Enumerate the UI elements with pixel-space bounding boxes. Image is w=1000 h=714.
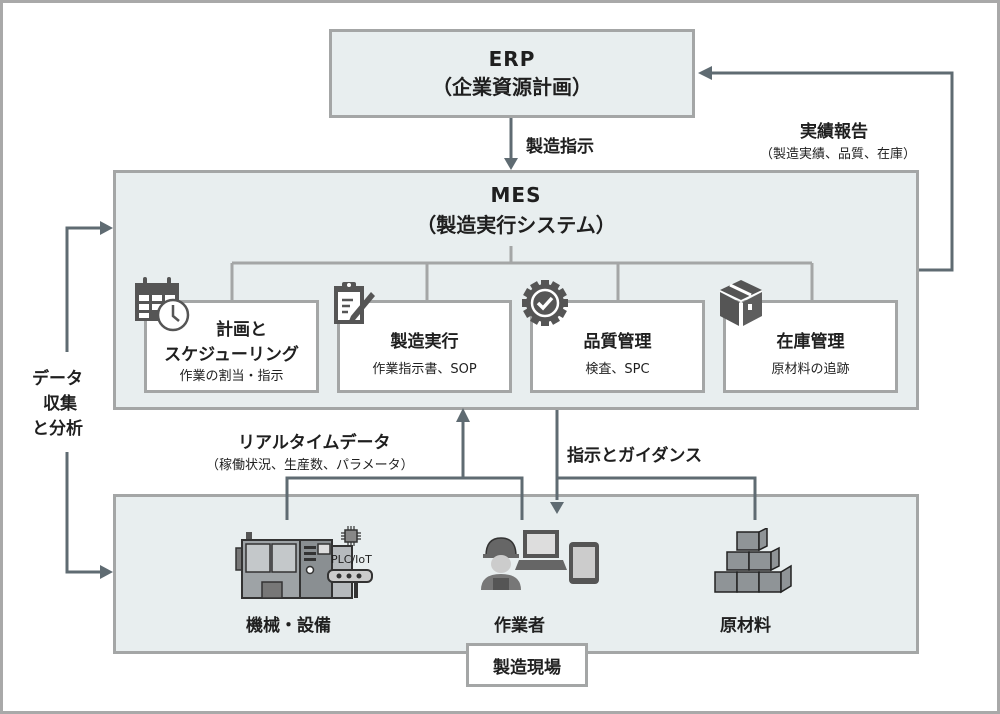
module-inventory-title: 在庫管理 (776, 331, 845, 352)
report-subtitle: （製造実績、品質、在庫） (760, 147, 917, 162)
report-title: 実績報告 (800, 122, 868, 142)
module-inventory-sub: 原材料の追跡 (771, 361, 850, 377)
data-collect-label-2: 収集 (43, 394, 77, 414)
machine-icon (235, 532, 373, 599)
boxes-icon (714, 528, 792, 594)
realtime-title: リアルタイムデータ (238, 433, 391, 453)
module-planning-title-1: 計画と (216, 320, 267, 340)
shopfloor-label-box: 製造現場 (466, 643, 588, 687)
module-planning: 計画と スケジューリング 作業の割当・指示 (144, 300, 319, 393)
module-quality-title: 品質管理 (583, 331, 652, 352)
worker-label: 作業者 (494, 616, 545, 636)
realtime-subtitle: （稼働状況、生産数、パラメータ） (206, 458, 414, 473)
erp-box: ERP （企業資源計画） (329, 29, 695, 118)
calendar-clock-icon (135, 277, 190, 332)
module-execution-sub: 作業指示書、SOP (372, 361, 477, 377)
erp-subtitle: （企業資源計画） (432, 75, 592, 99)
quality-badge-icon (522, 280, 568, 326)
plc-iot-badge: PLC/IoT (331, 553, 372, 566)
mes-subtitle: （製造実行システム） (416, 213, 616, 237)
module-execution-title: 製造実行 (390, 331, 459, 352)
chip-icon (341, 526, 361, 546)
shopfloor-label: 製造現場 (493, 657, 561, 678)
worker-icon (481, 530, 599, 590)
erp-title: ERP (488, 47, 536, 71)
raw-material-label: 原材料 (720, 616, 771, 636)
machine-label: 機械・設備 (246, 616, 331, 636)
clipboard-pen-icon (334, 282, 375, 324)
module-planning-title-2: スケジューリング (164, 345, 299, 365)
erp-to-mes-label: 製造指示 (526, 137, 594, 157)
mes-title: MES (490, 183, 542, 207)
box-icon (719, 280, 763, 326)
guidance-label: 指示とガイダンス (567, 446, 702, 466)
module-quality-sub: 検査、SPC (585, 361, 650, 377)
module-planning-sub: 作業の割当・指示 (179, 369, 284, 384)
data-collect-label-1: データ (32, 369, 83, 389)
data-collect-label-3: と分析 (32, 419, 83, 439)
module-execution: 製造実行 作業指示書、SOP (337, 300, 512, 393)
